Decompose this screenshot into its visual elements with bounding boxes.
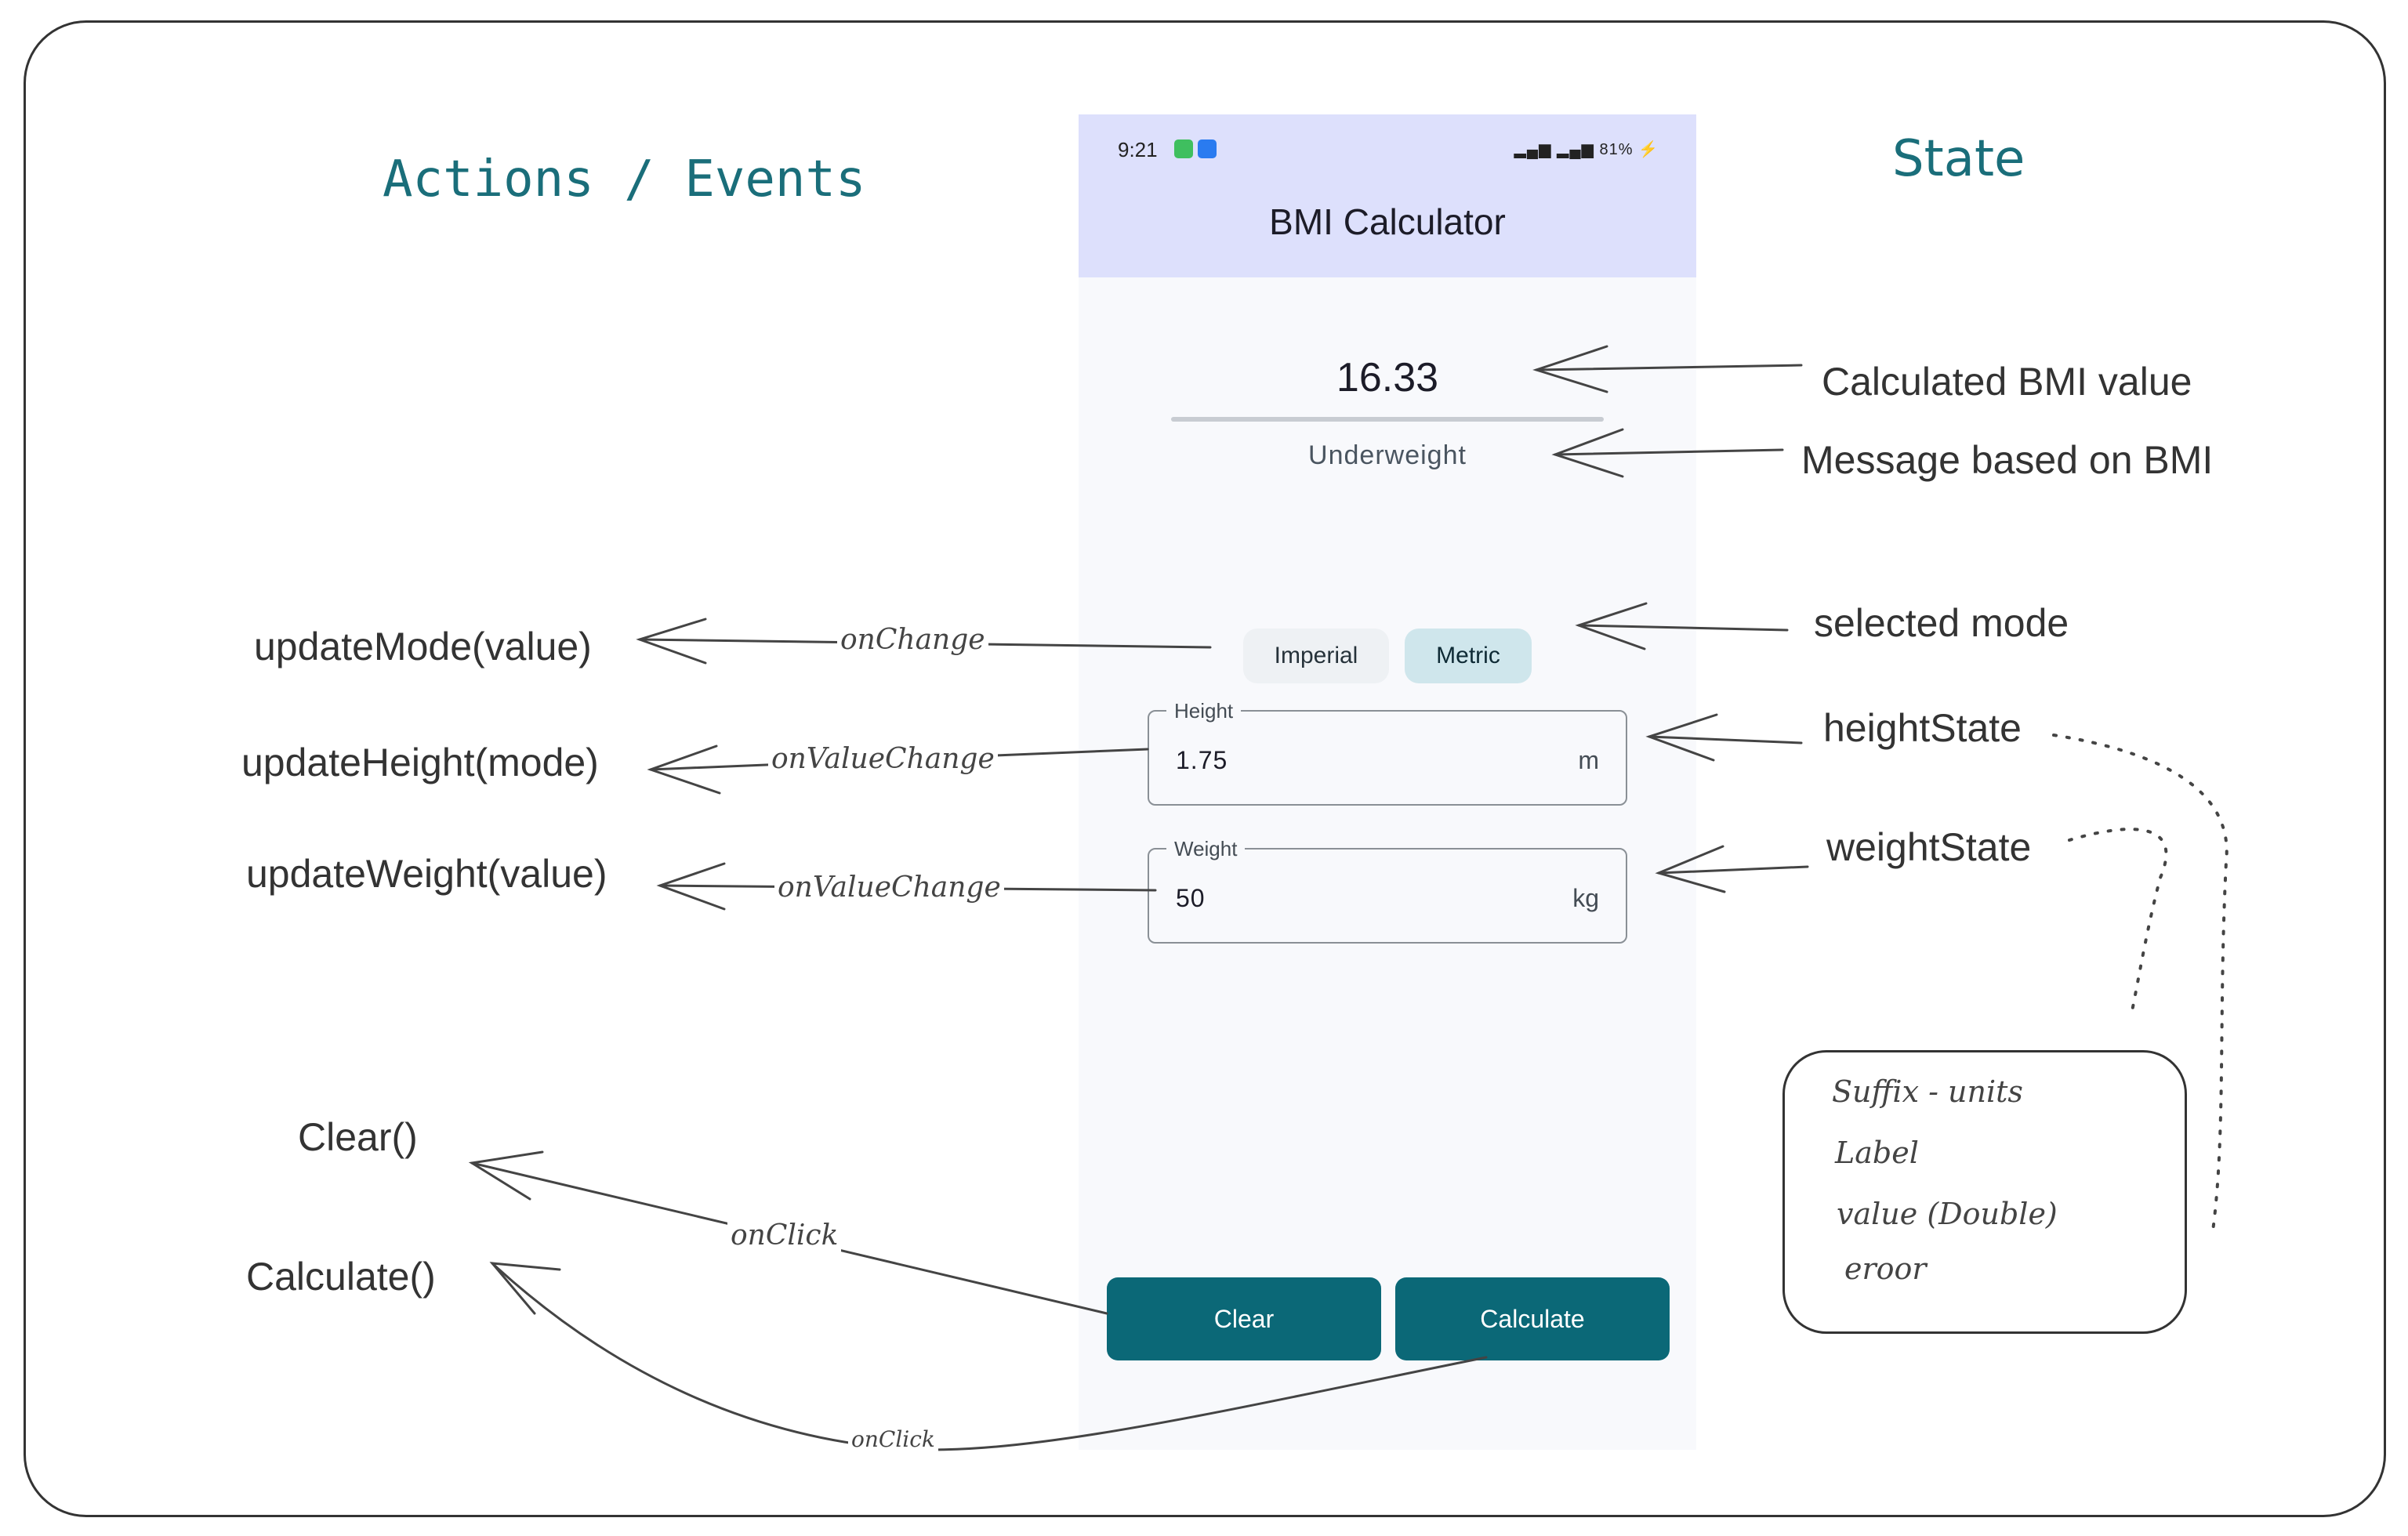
note-line-suffix: Suffix - units bbox=[1832, 1074, 2023, 1109]
height-value[interactable]: 1.75 bbox=[1176, 746, 1228, 774]
weight-label: Weight bbox=[1166, 837, 1246, 861]
calculate-button[interactable]: Calculate bbox=[1395, 1277, 1670, 1360]
state-selected-mode: selected mode bbox=[1814, 601, 2069, 645]
arrow-bmi-value bbox=[1532, 345, 1803, 393]
arrow-bmi-message bbox=[1551, 428, 1784, 478]
state-bmi-message: Message based on BMI bbox=[1801, 438, 2214, 482]
event-on-click-clear: onClick bbox=[727, 1219, 842, 1252]
height-suffix: m bbox=[1578, 746, 1599, 774]
action-calculate: Calculate() bbox=[246, 1255, 436, 1299]
event-on-value-change-height: onValueChange bbox=[768, 743, 998, 775]
clear-button[interactable]: Clear bbox=[1107, 1277, 1381, 1360]
signal-icon: ▂▄▆ ▂▄▆ bbox=[1514, 141, 1600, 158]
mode-imperial-button[interactable]: Imperial bbox=[1243, 629, 1389, 683]
actions-events-heading: Actions / Events bbox=[383, 150, 866, 208]
divider bbox=[1171, 417, 1604, 422]
state-heading: State bbox=[1892, 130, 2025, 188]
height-label: Height bbox=[1166, 699, 1242, 723]
action-update-weight: updateWeight(value) bbox=[246, 852, 607, 896]
arrow-selected-mode bbox=[1575, 602, 1789, 650]
field-state-note: Suffix - units Label value (Double) eroo… bbox=[1782, 1050, 2187, 1334]
note-line-error: eroor bbox=[1844, 1252, 1927, 1286]
notification-icon bbox=[1174, 139, 1193, 158]
phone-screen: 9:21 ▂▄▆ ▂▄▆ 81% ⚡ BMI Calculator 16.33 … bbox=[1079, 114, 1696, 1450]
arrow-height-state bbox=[1645, 713, 1803, 762]
event-on-click-calculate: onClick bbox=[848, 1426, 938, 1452]
state-height: heightState bbox=[1823, 706, 2022, 750]
state-bmi-value: Calculated BMI value bbox=[1822, 360, 2192, 404]
arrow-weight-state bbox=[1655, 845, 1809, 893]
weight-suffix: kg bbox=[1572, 884, 1599, 912]
app-bar: 9:21 ▂▄▆ ▂▄▆ 81% ⚡ BMI Calculator bbox=[1079, 114, 1696, 277]
mode-metric-button[interactable]: Metric bbox=[1405, 629, 1532, 683]
battery-level: 81% bbox=[1599, 141, 1634, 158]
action-clear: Clear() bbox=[298, 1115, 418, 1159]
action-update-height: updateHeight(mode) bbox=[241, 741, 599, 784]
weight-value[interactable]: 50 bbox=[1176, 884, 1206, 912]
bmi-value: 16.33 bbox=[1336, 355, 1439, 400]
app-title: BMI Calculator bbox=[1269, 201, 1506, 242]
height-field[interactable]: Height 1.75 m bbox=[1148, 699, 1627, 806]
state-weight: weightState bbox=[1826, 825, 2032, 869]
bmi-message: Underweight bbox=[1308, 440, 1467, 470]
dotted-connectors bbox=[2052, 734, 2228, 1238]
event-on-change: onChange bbox=[837, 624, 988, 656]
event-on-value-change-weight: onValueChange bbox=[774, 871, 1004, 904]
arrow-calculate bbox=[489, 1262, 1488, 1451]
weight-field[interactable]: Weight 50 kg bbox=[1148, 837, 1627, 944]
action-update-mode: updateMode(value) bbox=[254, 625, 592, 668]
charging-icon: ⚡ bbox=[1633, 141, 1659, 158]
status-time: 9:21 bbox=[1118, 138, 1158, 161]
note-line-value: value (Double) bbox=[1837, 1197, 2058, 1231]
note-line-label: Label bbox=[1835, 1136, 1919, 1170]
battery-percent: ▂▄▆ ▂▄▆ 81% ⚡ bbox=[1514, 139, 1659, 159]
usb-icon bbox=[1198, 139, 1217, 158]
